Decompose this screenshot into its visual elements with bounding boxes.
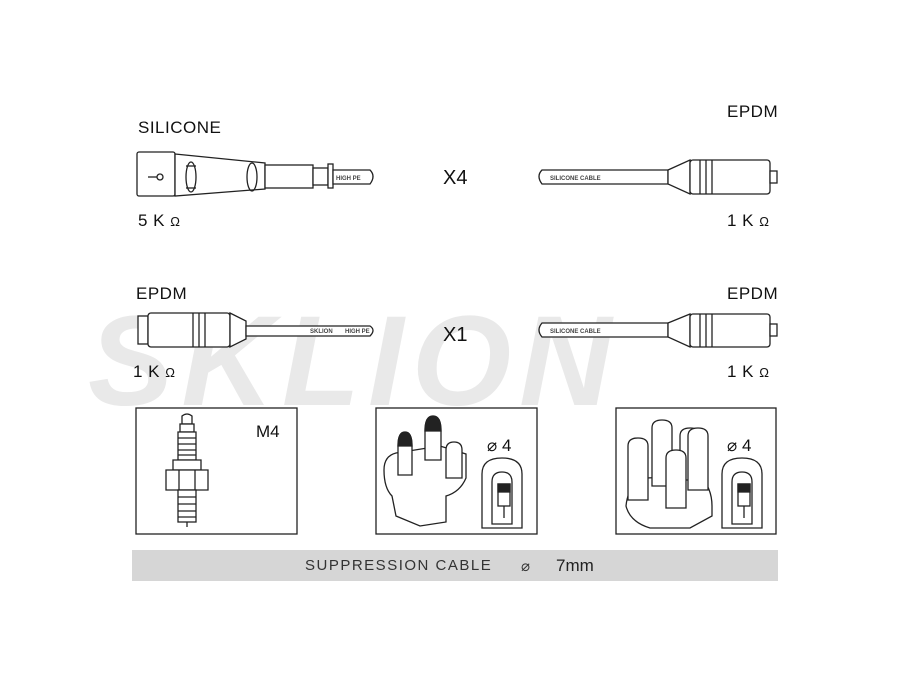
footer-label: SUPPRESSION CABLE [305, 557, 493, 574]
row1-multiplier: X4 [443, 167, 468, 189]
epdm-plug-boot-left [137, 311, 374, 349]
distributor-cap-icon-left [383, 415, 523, 529]
row1-left-resistance: 5 K Ω [138, 211, 181, 230]
spark-plug-box [135, 407, 298, 535]
cable-text-silicone-top: SILICONE CABLE [550, 176, 601, 182]
row2-left-resistance: 1 K Ω [133, 362, 176, 381]
distributor-right-terminal-label: ⌀ 4 [727, 436, 752, 455]
cable-text-sklion: SKLION [310, 329, 333, 335]
row2-right-material: EPDM [727, 284, 779, 303]
row1-right-resistance: 1 K Ω [727, 211, 770, 230]
row1-left-material: SILICONE [138, 118, 222, 137]
spark-plug-icon [165, 413, 209, 527]
ohm-icon: Ω [170, 214, 181, 229]
distributor-cap-icon-right [625, 419, 763, 529]
row1-right-material: EPDM [727, 102, 779, 121]
distributor-left-terminal-label: ⌀ 4 [487, 436, 512, 455]
ohm-icon: Ω [165, 365, 176, 380]
ohm-icon: Ω [759, 214, 770, 229]
silicone-plug-boot [136, 151, 374, 197]
spark-plug-thread-label: M4 [256, 422, 280, 441]
epdm-coil-boot-right-top [538, 158, 778, 196]
epdm-coil-boot-right-bottom [538, 313, 778, 349]
row2-multiplier: X1 [443, 324, 468, 346]
cable-text-high-pe-bottom: HIGH PE [345, 329, 370, 335]
footer-bar [132, 550, 778, 581]
row2-left-material: EPDM [136, 284, 188, 303]
diameter-icon: ⌀ [521, 558, 532, 575]
footer-value: 7mm [556, 556, 594, 575]
row2-right-resistance: 1 K Ω [727, 362, 770, 381]
boot-text-high-pe: HIGH PE [336, 176, 361, 182]
cable-text-silicone-bottom: SILICONE CABLE [550, 329, 601, 335]
ohm-icon: Ω [759, 365, 770, 380]
